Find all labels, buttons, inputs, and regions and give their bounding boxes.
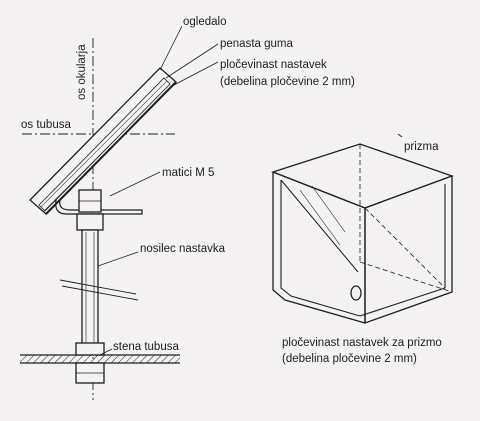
prism-hidden-diagonal [364,207,446,289]
leader-nosilec [97,251,139,267]
tube-wall [20,355,180,363]
leader-penasta-guma [165,43,219,79]
support-rod [81,229,99,346]
prism-front-top-edge [272,171,366,209]
prism-shade-line-2 [311,185,346,233]
label-matici: matici M 5 [162,167,214,179]
leader-ogledalo [159,25,183,71]
leader-stena [99,348,113,356]
rod-break-line-2 [61,285,139,301]
leader-prizma [397,133,403,138]
mirror-assembly [29,67,177,215]
label-prizma: prizma [404,141,439,153]
prism-diagonal-face [280,179,359,273]
label-nosilec: nosilec nastavka [140,243,226,255]
prism-hidden-bottom [359,261,453,293]
leader-matici [109,171,161,197]
prism-shade-line-1 [299,189,341,246]
prism-holder-inner [280,180,361,317]
rod-break-line-1 [59,279,137,295]
label-stena: stena tubusa [113,341,179,353]
label-os-okularja: os okularja [76,44,88,100]
label-debelina-2: (debelina pločevine 2 mm) [282,353,417,365]
label-nastavek-prizmo: pločevinast nastavek za prizmo [282,337,442,349]
label-os-tubusa: os tubusa [21,119,71,131]
label-penasta-guma: penasta guma [220,38,293,50]
leader-nastavek [171,61,219,87]
label-debelina-1: (debelina pločevine 2 mm) [220,76,355,88]
foam-rubber-layer [38,77,171,212]
sheet-holder-edge [45,81,177,215]
sheet-holder-bend [55,199,143,215]
prism-left-edge [272,172,366,324]
label-plocevinast-nastavek: pločevinast nastavek [220,59,327,71]
prism-assembly [271,143,454,324]
nut-bottom-upper [75,342,105,356]
prism-mount-hole [350,285,362,301]
label-ogledalo: ogledalo [183,16,226,28]
nut-top-lower [76,213,104,231]
